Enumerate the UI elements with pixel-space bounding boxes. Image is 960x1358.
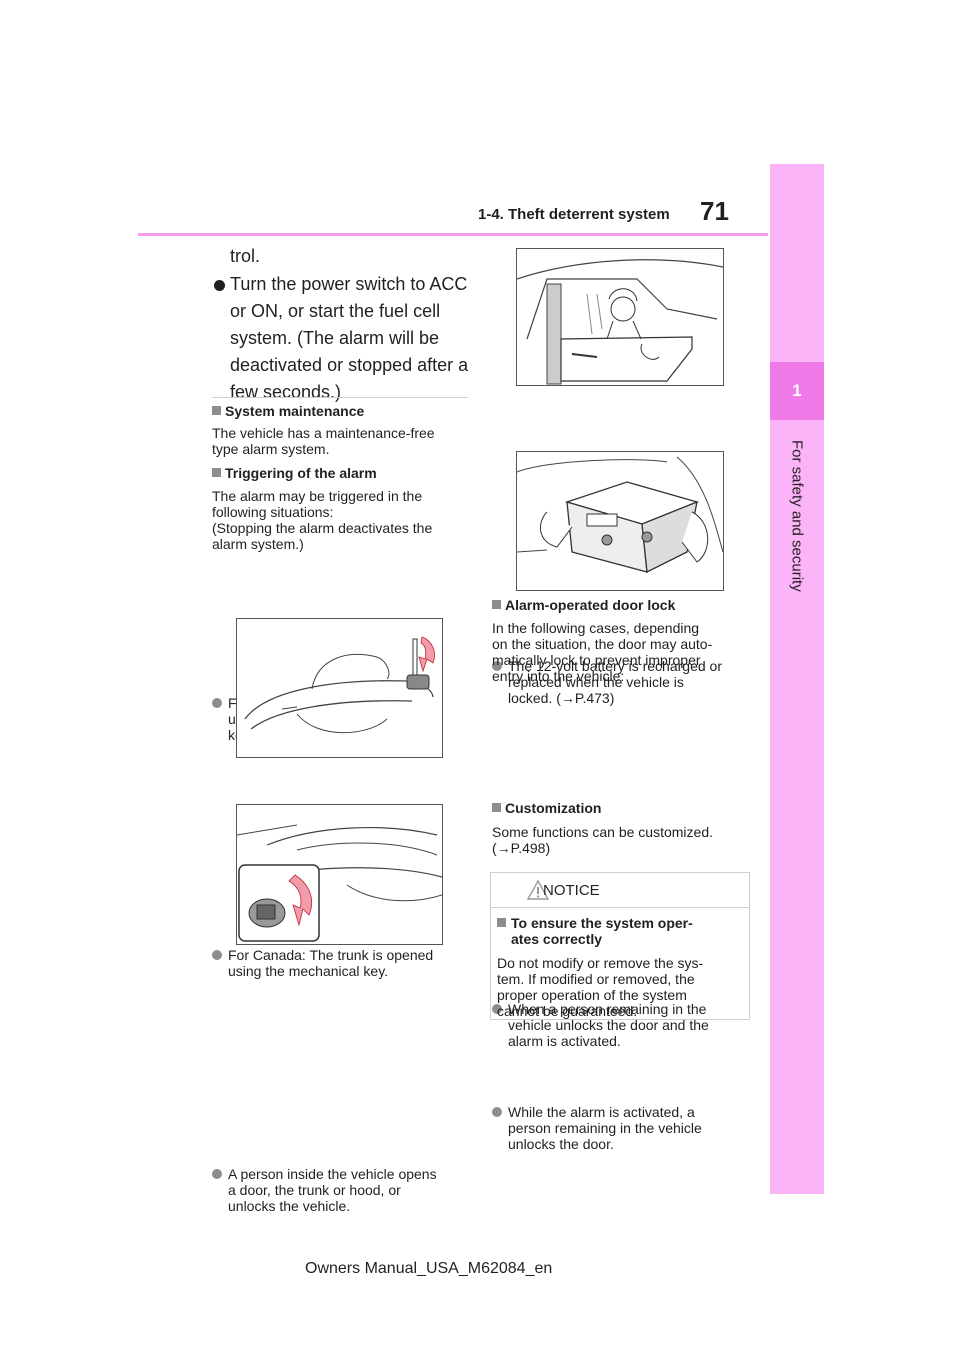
- door-lock-body: In the following cases, depending on the…: [492, 620, 713, 684]
- customization-body: Some functions can be customized. (→P.49…: [492, 824, 714, 856]
- circle-bullet-icon: [492, 1004, 502, 1014]
- chapter-title: For safety and security: [788, 440, 806, 592]
- chapter-number-tab: 1: [770, 362, 824, 420]
- section-title: 1-4. Theft deterrent system: [478, 206, 670, 223]
- circle-bullet-icon: [212, 950, 222, 960]
- person-in-vehicle-illustration: [516, 248, 724, 386]
- maintenance-body: The vehicle has a maintenance-free type …: [212, 425, 435, 457]
- header-rule: [138, 233, 768, 236]
- notice-header: NOTICE: [491, 873, 749, 908]
- chapter-number: 1: [792, 381, 802, 400]
- circle-bullet-icon: [492, 661, 502, 671]
- trunk-key-illustration: [236, 804, 443, 945]
- customization-heading: Customization: [492, 800, 601, 816]
- square-bullet-icon: [492, 600, 501, 609]
- footer-doc-id: Owners Manual_USA_M62084_en: [305, 1260, 553, 1277]
- trunk-bullet: For Canada: The trunk is opened using th…: [212, 947, 488, 979]
- square-bullet-icon: [492, 803, 501, 812]
- door-lock-heading: Alarm-operated door lock: [492, 597, 675, 613]
- battery-bullet: The 12-volt battery is recharged or repl…: [492, 658, 778, 706]
- chapter-side-tab: [770, 164, 824, 1194]
- bullet-dot-icon: [214, 280, 225, 291]
- triggering-body: The alarm may be triggered in the follow…: [212, 488, 433, 552]
- notice-title: NOTICE: [543, 882, 600, 899]
- notice-heading: To ensure the system oper- ates correctl…: [497, 915, 693, 947]
- door-lock-bullet-2: While the alarm is activated, a person r…: [492, 1104, 778, 1152]
- triggering-heading: Triggering of the alarm: [212, 465, 377, 481]
- circle-bullet-icon: [492, 1107, 502, 1117]
- circle-bullet-icon: [212, 698, 222, 708]
- notice-box: NOTICE To ensure the system oper- ates c…: [490, 872, 750, 1020]
- maintenance-heading: System maintenance: [212, 403, 364, 419]
- power-switch-bullet: Turn the power switch to ACC or ON, or s…: [214, 271, 490, 406]
- warning-triangle-icon: [527, 880, 549, 900]
- circle-bullet-icon: [212, 1169, 222, 1179]
- continued-text: trol.: [230, 246, 261, 266]
- notice-body: Do not modify or remove the sys- tem. If…: [497, 955, 704, 1019]
- battery-illustration: [516, 451, 724, 591]
- square-bullet-icon: [212, 406, 221, 415]
- page-number: 71: [700, 196, 729, 226]
- square-bullet-icon: [497, 918, 506, 927]
- door-handle-key-illustration: [236, 618, 443, 758]
- section-divider: [212, 397, 468, 398]
- person-inside-bullet: A person inside the vehicle opens a door…: [212, 1166, 490, 1214]
- square-bullet-icon: [212, 468, 221, 477]
- door-lock-bullet-1: When a person remaining in the vehicle u…: [492, 1001, 778, 1049]
